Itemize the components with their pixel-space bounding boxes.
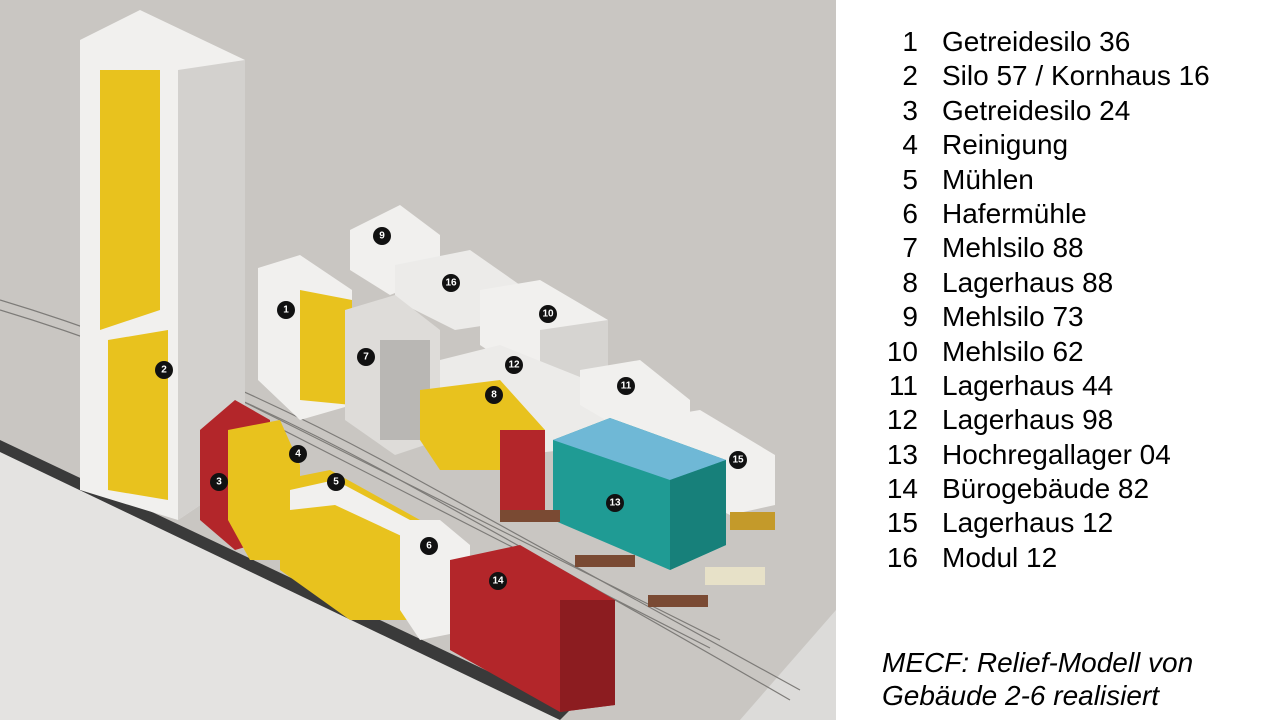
svg-text:15: 15 xyxy=(732,455,744,466)
legend-number: 7 xyxy=(902,232,918,264)
legend-label: Silo 57 / Kornhaus 16 xyxy=(942,60,1210,92)
legend-item: 14 Bürogebäude 82 xyxy=(862,473,1272,507)
legend-label: Mehlsilo 73 xyxy=(942,301,1084,333)
marker-15[interactable]: 15 xyxy=(729,451,747,469)
legend-label: Lagerhaus 98 xyxy=(942,404,1114,436)
svg-text:6: 6 xyxy=(426,541,432,552)
svg-text:16: 16 xyxy=(445,278,457,289)
marker-9[interactable]: 9 xyxy=(373,227,391,245)
legend-number: 13 xyxy=(886,438,918,470)
legend-number: 3 xyxy=(902,94,918,126)
legend-item: 13 Hochregallager 04 xyxy=(862,439,1272,473)
legend-label: Lagerhaus 12 xyxy=(942,507,1114,539)
legend-item: 7 Mehlsilo 88 xyxy=(862,232,1272,266)
marker-1[interactable]: 1 xyxy=(277,301,295,319)
marker-2[interactable]: 2 xyxy=(155,361,173,379)
svg-text:11: 11 xyxy=(621,381,632,392)
marker-5[interactable]: 5 xyxy=(327,473,345,491)
legend-number: 1 xyxy=(902,26,918,57)
marker-16[interactable]: 16 xyxy=(442,274,460,292)
legend-item: 16 Modul 12 xyxy=(862,542,1272,576)
svg-text:13: 13 xyxy=(609,498,621,509)
legend-item: 5 Mühlen xyxy=(862,164,1272,198)
svg-text:12: 12 xyxy=(508,360,520,371)
legend-number: 4 xyxy=(902,129,918,161)
svg-text:8: 8 xyxy=(491,390,497,401)
legend-label: Hafermühle xyxy=(942,197,1087,229)
legend-label: Hochregallager 04 xyxy=(942,438,1171,470)
caption-line-1: MECF: Relief-Modell von xyxy=(882,647,1194,678)
legend-number: 5 xyxy=(902,163,918,195)
legend-number: 10 xyxy=(886,335,918,367)
factory-illustration: 1 2 3 4 5 6 7 8 9 10 11 12 13 14 15 16 xyxy=(0,0,836,720)
svg-text:5: 5 xyxy=(333,477,339,488)
legend-item: 9 Mehlsilo 73 xyxy=(862,301,1272,335)
legend-label: Mehlsilo 62 xyxy=(942,335,1084,367)
legend-label: Modul 12 xyxy=(942,541,1058,573)
legend-item: 6 Hafermühle xyxy=(862,198,1272,232)
legend-number: 16 xyxy=(886,541,918,573)
legend-label: Bürogebäude 82 xyxy=(942,473,1150,505)
legend-label: Lagerhaus 88 xyxy=(942,266,1114,298)
marker-13[interactable]: 13 xyxy=(606,494,624,512)
train xyxy=(500,510,708,607)
legend-label: Getreidesilo 36 xyxy=(942,26,1131,57)
marker-4[interactable]: 4 xyxy=(289,445,307,463)
caption: MECF: Relief-Modell von Gebäude 2-6 real… xyxy=(882,646,1193,712)
ground-shadow xyxy=(0,440,570,720)
marker-14[interactable]: 14 xyxy=(489,572,507,590)
legend-item: 3 Getreidesilo 24 xyxy=(862,95,1272,129)
svg-text:2: 2 xyxy=(161,365,167,376)
legend-number: 9 xyxy=(902,301,918,333)
legend-item: 1 Getreidesilo 36 xyxy=(862,26,1272,60)
legend-label: Lagerhaus 44 xyxy=(942,369,1114,401)
svg-text:3: 3 xyxy=(216,477,222,488)
legend-number: 15 xyxy=(886,507,918,539)
legend-number: 2 xyxy=(902,60,918,92)
truck xyxy=(705,567,765,585)
street xyxy=(740,610,836,720)
legend-number: 8 xyxy=(902,266,918,298)
legend-item: 12 Lagerhaus 98 xyxy=(862,404,1272,438)
svg-text:1: 1 xyxy=(283,305,289,316)
legend-item: 10 Mehlsilo 62 xyxy=(862,336,1272,370)
marker-6[interactable]: 6 xyxy=(420,537,438,555)
legend-label: Reinigung xyxy=(942,129,1069,161)
truck xyxy=(730,512,775,530)
legend-number: 14 xyxy=(886,473,918,505)
legend-item: 8 Lagerhaus 88 xyxy=(862,267,1272,301)
legend-number: 6 xyxy=(902,197,918,229)
legend-item: 11 Lagerhaus 44 xyxy=(862,370,1272,404)
legend-number: 11 xyxy=(888,369,918,401)
marker-7[interactable]: 7 xyxy=(357,348,375,366)
legend-label: Mühlen xyxy=(942,163,1034,195)
legend-item: 4 Reinigung xyxy=(862,129,1272,163)
legend-number: 12 xyxy=(886,404,918,436)
marker-10[interactable]: 10 xyxy=(539,305,557,323)
legend-label: Mehlsilo 88 xyxy=(942,232,1084,264)
caption-line-2: Gebäude 2-6 realisiert xyxy=(882,680,1160,711)
marker-11[interactable]: 11 xyxy=(617,377,635,395)
svg-text:14: 14 xyxy=(492,576,504,587)
svg-text:7: 7 xyxy=(363,352,369,363)
legend-item: 2 Silo 57 / Kornhaus 16 xyxy=(862,60,1272,94)
legend-item: 15 Lagerhaus 12 xyxy=(862,507,1272,541)
marker-3[interactable]: 3 xyxy=(210,473,228,491)
marker-8[interactable]: 8 xyxy=(485,386,503,404)
svg-text:4: 4 xyxy=(295,449,301,460)
svg-text:10: 10 xyxy=(542,309,554,320)
svg-text:9: 9 xyxy=(379,231,385,242)
legend-label: Getreidesilo 24 xyxy=(942,94,1131,126)
marker-12[interactable]: 12 xyxy=(505,356,523,374)
